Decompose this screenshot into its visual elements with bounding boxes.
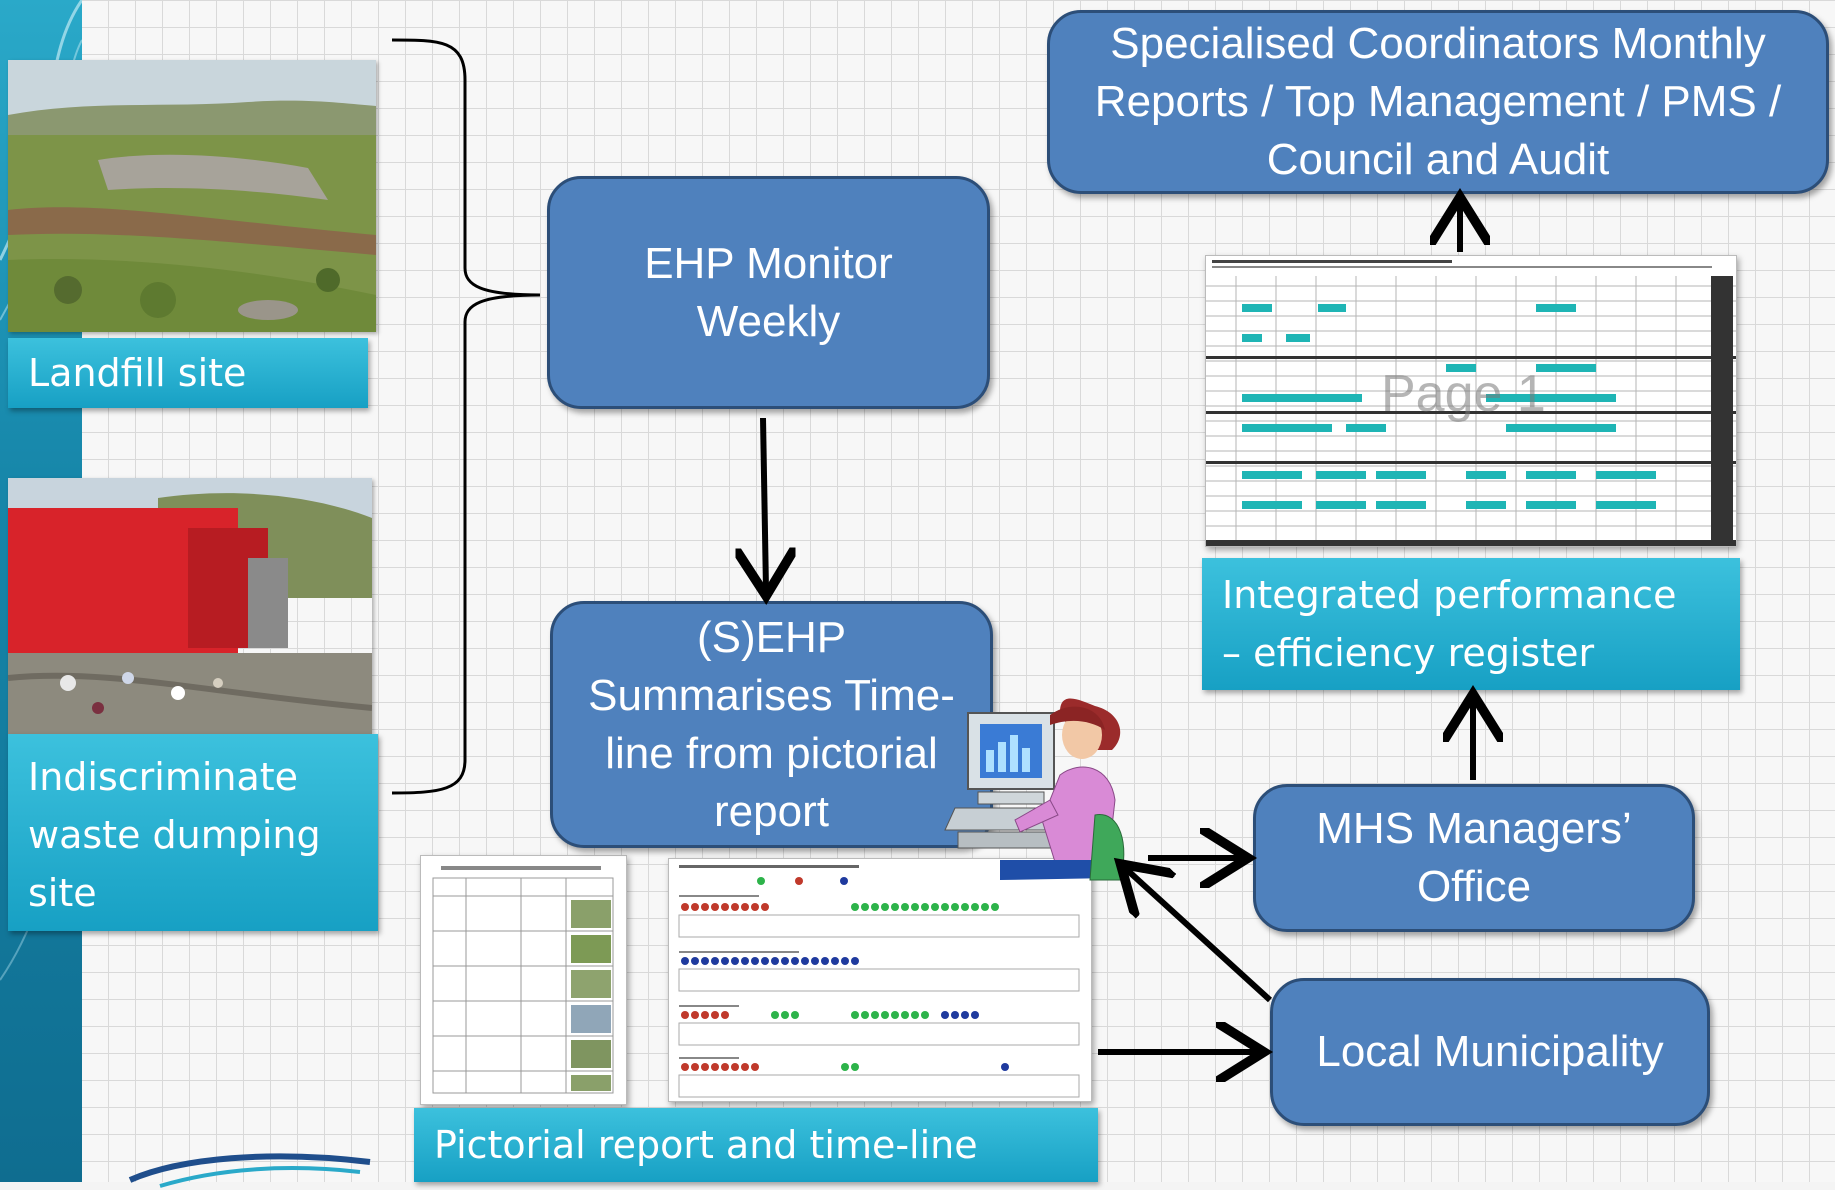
landfill-photo	[8, 60, 376, 332]
dumping-caption-text: Indiscriminate waste dumping site	[28, 755, 321, 915]
ehp-monitor-box: EHP Monitor Weekly	[547, 176, 990, 409]
dumping-photo	[8, 478, 372, 734]
register-watermark: Page 1	[1381, 365, 1546, 423]
dumping-caption: Indiscriminate waste dumping site	[8, 734, 378, 931]
landfill-caption: Landfill site	[8, 338, 368, 408]
local-municipality-box: Local Municipality	[1270, 978, 1710, 1126]
mhs-managers-box: MHS Managers’ Office	[1253, 784, 1695, 932]
pictorial-caption-text: Pictorial report and time-line	[434, 1123, 978, 1167]
pictorial-report-doc	[420, 855, 627, 1105]
sehp-summarises-box: (S)EHP Summarises Time-line from pictori…	[550, 601, 993, 848]
register-caption-text: Integrated performance – efficiency regi…	[1222, 573, 1677, 675]
ehp-monitor-text: EHP Monitor Weekly	[644, 238, 893, 346]
pictorial-caption: Pictorial report and time-line	[414, 1108, 1098, 1182]
register-spreadsheet: Page 1	[1205, 255, 1737, 547]
mhs-managers-text: MHS Managers’ Office	[1316, 804, 1632, 911]
top-reports-box: Specialised Coordinators Monthly Reports…	[1047, 10, 1829, 194]
timeline-doc	[668, 858, 1092, 1102]
logo-icon	[128, 1153, 371, 1188]
sehp-summarises-text: (S)EHP Summarises Time-line from pictori…	[588, 612, 955, 836]
top-reports-text: Specialised Coordinators Monthly Reports…	[1094, 19, 1782, 184]
register-caption: Integrated performance – efficiency regi…	[1202, 558, 1740, 690]
landfill-caption-text: Landfill site	[28, 351, 247, 395]
local-municipality-text: Local Municipality	[1316, 1027, 1664, 1076]
